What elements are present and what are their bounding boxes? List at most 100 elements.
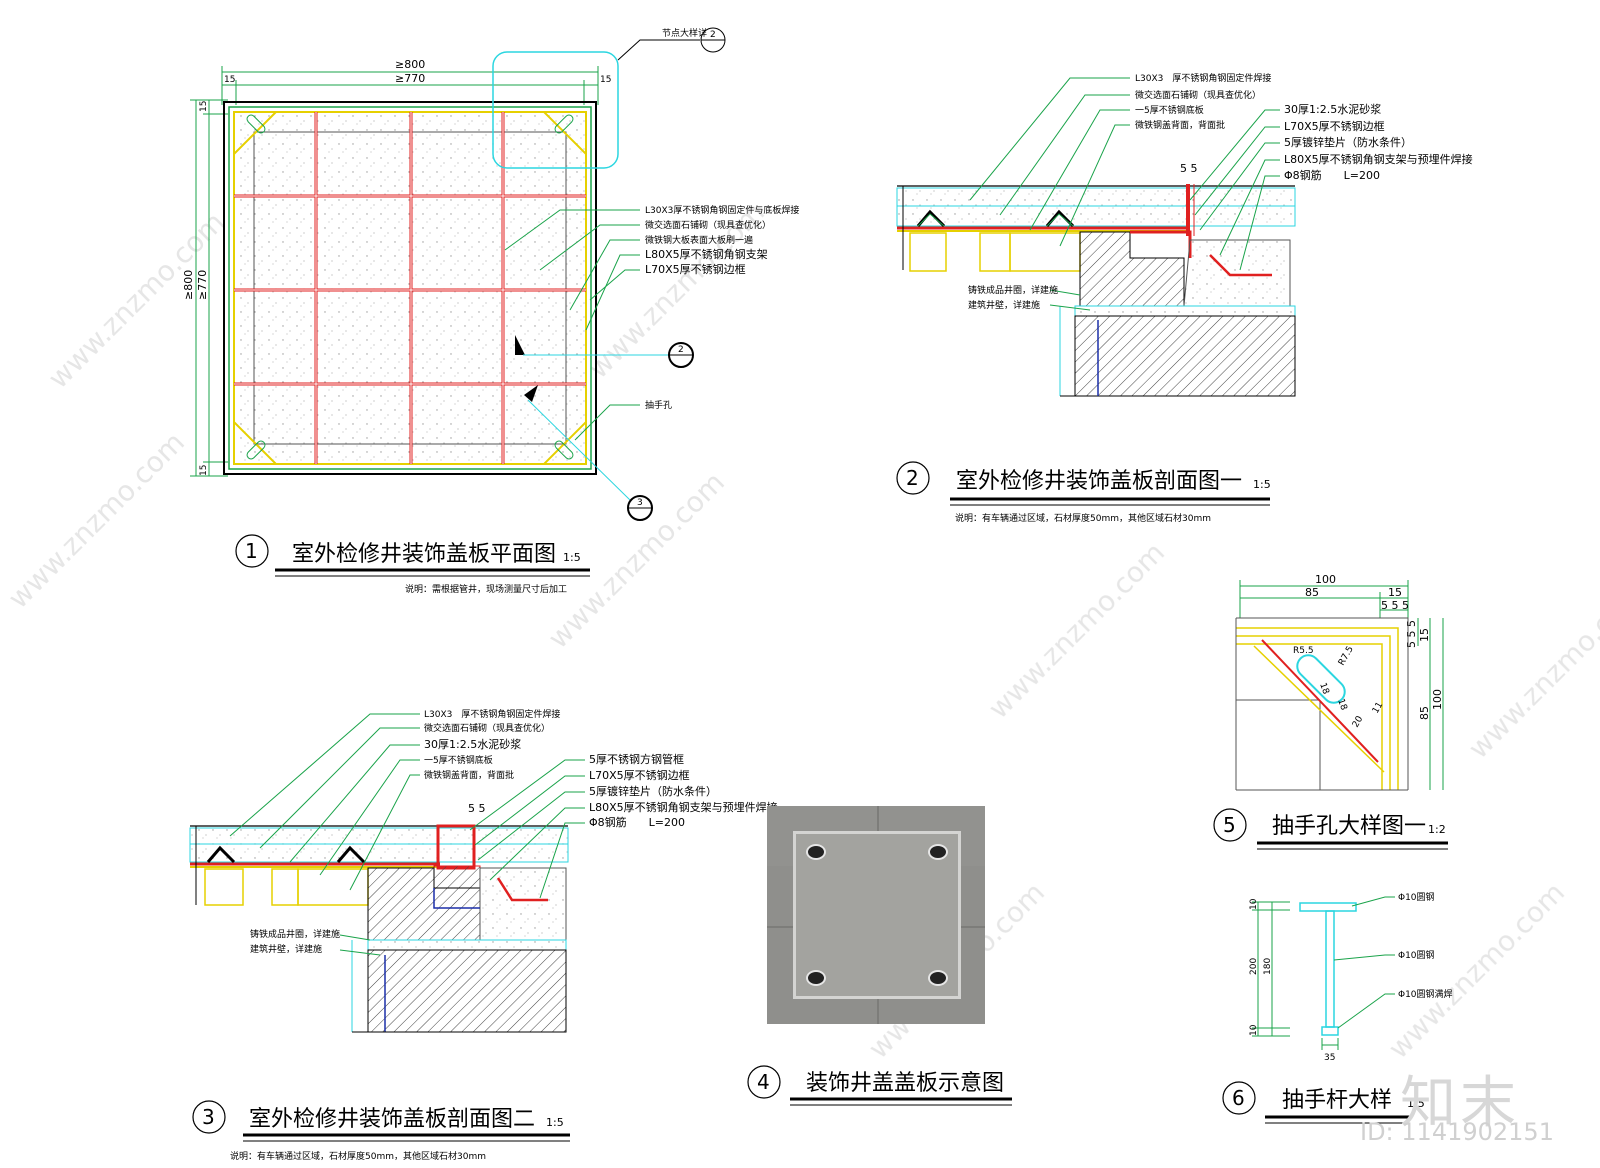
handle-title-num: 6	[1232, 1086, 1245, 1110]
handle-note-3: Φ10圆钢满焊	[1398, 988, 1453, 1000]
id-watermark: ID: 1141902151	[1360, 1118, 1554, 1146]
sec1-note-1: L30X3 厚不锈钢角钢固定件焊接	[1135, 72, 1271, 84]
plan-note-4: L80X5厚不锈钢角钢支架	[645, 248, 768, 261]
sec2-title-num: 3	[202, 1105, 215, 1129]
sec1-remark: 说明：有车辆通过区域，石材厚度50mm，其他区域石材30mm	[955, 512, 1211, 524]
hole-dim-total: 100	[1315, 573, 1336, 586]
hole-r2: R7.5	[1337, 645, 1356, 668]
hole-dim-side-85: 85	[1418, 706, 1431, 720]
sec1-scale: 1:5	[1253, 478, 1271, 491]
sec2-left-2: 建筑井壁，详建施	[250, 943, 322, 955]
hole-dim-side-100: 100	[1431, 689, 1444, 710]
photo-title-text: 装饰井盖盖板示意图	[806, 1071, 1004, 1096]
sec1-left-2: 建筑井壁，详建施	[968, 299, 1040, 311]
handle-dim-200: 200	[1249, 958, 1259, 975]
lift-hole-icon	[806, 970, 826, 986]
hole-title: 抽手孔大样图一	[1272, 814, 1426, 839]
sec2-note-5: 微铁钢盖背面，背面批	[424, 769, 514, 781]
sec2-note-2: 微交选面石铺砌（现具查优化）	[424, 722, 550, 734]
hole-title-num: 5	[1223, 813, 1236, 837]
watermark-site: www.znzmo.com	[2, 426, 191, 615]
plan-dim-top-inner: ≥770	[395, 72, 425, 85]
hole-detail: 100 85 15 5 5 5 5 5 5 15 85 100 R5.5 R7.…	[1213, 573, 1448, 850]
hole-d18a: 18	[1317, 682, 1330, 696]
photo-title: 4 装饰井盖盖板示意图	[747, 1065, 1012, 1106]
hole-dim-side-555: 5 5 5	[1405, 620, 1418, 648]
sec2-left-1: 铸铁成品井圈，详建施	[250, 928, 340, 940]
hole-scale: 1:2	[1428, 823, 1446, 836]
photo-title-num: 4	[757, 1070, 770, 1094]
plan-dim-side-bottom: 15	[199, 465, 209, 476]
plan-title: 室外检修井装饰盖板平面图	[292, 542, 556, 567]
sec1-note-7: 5厚镀锌垫片（防水条件）	[1284, 135, 1412, 149]
lift-hole-icon	[806, 844, 826, 860]
plan-note-5: L70X5厚不锈钢边框	[645, 263, 746, 276]
sec1-note-4: 微铁钢盖背面，背面批	[1135, 119, 1225, 131]
plan-note-1: L30X3厚不锈钢角钢固定件与底板焊接	[645, 204, 799, 216]
plan-dim-side-outer: ≥800	[182, 270, 195, 300]
plan-note-2: 微交选面石铺砌（现具查优化）	[645, 219, 771, 231]
section-two: L30X3 厚不锈钢角钢固定件焊接 微交选面石铺砌（现具查优化） 30厚1:2.…	[189, 708, 778, 1162]
hole-dim-85: 85	[1305, 586, 1319, 599]
handle-note-2: Φ10圆钢	[1398, 949, 1435, 961]
sec2-note-10: Φ8钢筋 L=200	[589, 815, 685, 829]
handle-dim-10-bot: 10	[1249, 1024, 1259, 1036]
sec2-title: 室外检修井装饰盖板剖面图二	[249, 1107, 535, 1132]
sec1-note-2: 微交选面石铺砌（现具查优化）	[1135, 89, 1261, 101]
sec2-note-7: L70X5厚不锈钢边框	[589, 769, 690, 782]
hole-r1: R5.5	[1293, 646, 1314, 656]
plan-note-handle: 抽手孔	[645, 399, 672, 411]
plan-title-num: 1	[245, 539, 258, 563]
sec1-note-5: 30厚1:2.5水泥砂浆	[1284, 102, 1381, 116]
sec2-remark: 说明：有车辆通过区域，石材厚度50mm，其他区域石材30mm	[230, 1150, 486, 1162]
plan-view: ≥800 ≥770 15 15 ≥800 ≥770 15 15	[182, 27, 799, 595]
plan-section-mark-a: 2	[678, 345, 684, 355]
plan-scale: 1:5	[563, 551, 581, 564]
hole-d18b: 18	[1335, 698, 1348, 712]
plan-dim-edge-right: 15	[600, 75, 611, 85]
handle-dim-10-top: 10	[1249, 898, 1259, 910]
sec1-note-9: Φ8钢筋 L=200	[1284, 168, 1380, 182]
plan-dim-top-outer: ≥800	[395, 58, 425, 71]
sec1-note-3: 一5厚不锈钢底板	[1135, 104, 1204, 116]
sec2-dim: 5 5	[468, 802, 486, 815]
callout-label: 节点大样详	[662, 27, 707, 39]
lift-hole-icon	[928, 844, 948, 860]
handle-detail: 10 200 180 10 35 Φ10圆钢 Φ10圆钢 Φ10圆钢满焊 6 抽…	[1222, 891, 1453, 1124]
plan-dim-side-top: 15	[199, 101, 209, 112]
sec2-note-9: L80X5厚不锈钢角钢支架与预埋件焊接	[589, 800, 778, 814]
cover-photo	[767, 806, 985, 1024]
sec2-scale: 1:5	[546, 1116, 564, 1129]
sec2-note-4: 一5厚不锈钢底板	[424, 754, 493, 766]
watermark-site: www.znzmo.com	[1462, 576, 1600, 765]
sec1-title: 室外检修井装饰盖板剖面图一	[956, 469, 1242, 494]
plan-remark: 说明：需根据管井，现场测量尺寸后加工	[405, 583, 567, 595]
plan-section-mark-b: 3	[637, 498, 643, 508]
lift-hole-icon	[928, 970, 948, 986]
watermark-site: www.znzmo.com	[982, 536, 1171, 725]
callout-ref: 2	[710, 30, 716, 40]
sec2-note-6: 5厚不锈钢方钢管框	[589, 752, 684, 766]
sec1-note-6: L70X5厚不锈钢边框	[1284, 120, 1385, 133]
sec2-note-3: 30厚1:2.5水泥砂浆	[424, 737, 521, 751]
hole-dim-15: 15	[1388, 586, 1402, 599]
sec1-dim: 5 5	[1180, 162, 1198, 175]
handle-title: 抽手杆大样	[1282, 1088, 1392, 1113]
handle-dim-180: 180	[1263, 958, 1273, 975]
sec1-title-num: 2	[906, 466, 919, 490]
hole-dim-555: 5 5 5	[1381, 599, 1409, 612]
sec1-note-8: L80X5厚不锈钢角钢支架与预埋件焊接	[1284, 152, 1473, 166]
sec1-left-1: 铸铁成品井圈，详建施	[968, 284, 1058, 296]
hole-dim-side-15: 15	[1418, 628, 1431, 642]
section-one: L30X3 厚不锈钢角钢固定件焊接 微交选面石铺砌（现具查优化） 一5厚不锈钢底…	[896, 72, 1473, 524]
handle-dim-35: 35	[1324, 1053, 1335, 1063]
handle-note-1: Φ10圆钢	[1398, 891, 1435, 903]
plan-dim-side-inner: ≥770	[196, 270, 209, 300]
cover-plate	[793, 831, 961, 999]
sec2-note-8: 5厚镀锌垫片（防水条件）	[589, 784, 717, 798]
plan-dim-edge-left: 15	[224, 75, 235, 85]
plan-note-3: 微铁钢大板表面大板刷一遍	[645, 234, 753, 246]
sec2-note-1: L30X3 厚不锈钢角钢固定件焊接	[424, 708, 560, 720]
hole-d20: 20	[1351, 714, 1366, 729]
